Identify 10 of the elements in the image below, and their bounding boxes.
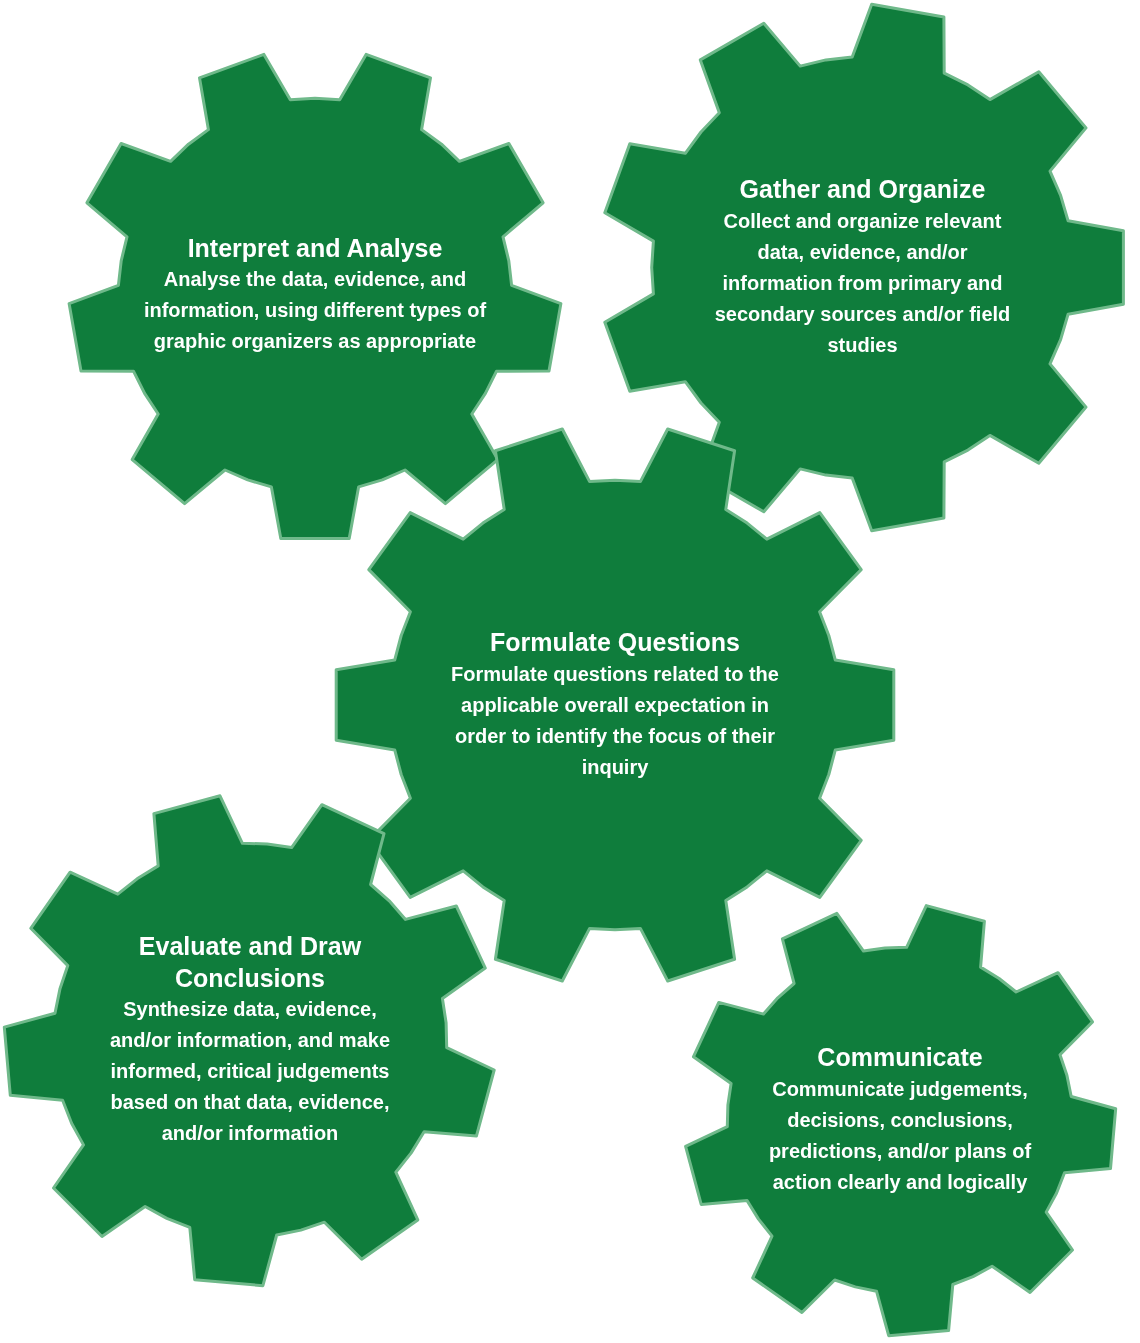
gear-description: Synthesize data, evidence, and/or information, and make informed, critical judgements based on that data, evidence, and/or information xyxy=(108,996,391,1146)
gear-heading: Gather and Organize xyxy=(738,174,987,206)
gear-description: Communicate judgements, decisions, conclusions, predictions, and/or plans of action clearly and logically xyxy=(767,1076,1033,1195)
gear-heading: Formulate Questions xyxy=(488,627,741,659)
gear-description: Analyse the data, evidence, and information, using different types of graphic organizers as appropriate xyxy=(142,267,488,355)
gear-heading: Evaluate and Draw Conclusions xyxy=(137,931,363,994)
gear-description: Formulate questions related to the applicable overall expectation in order to identify the focus of their inquiry xyxy=(450,661,780,780)
gear-description: Collect and organize relevant data, evidence, and/or information from primary and secondary sources and/or field studies xyxy=(713,208,1012,358)
gear-heading: Communicate xyxy=(816,1042,984,1074)
gear-heading: Interpret and Analyse xyxy=(186,232,444,264)
